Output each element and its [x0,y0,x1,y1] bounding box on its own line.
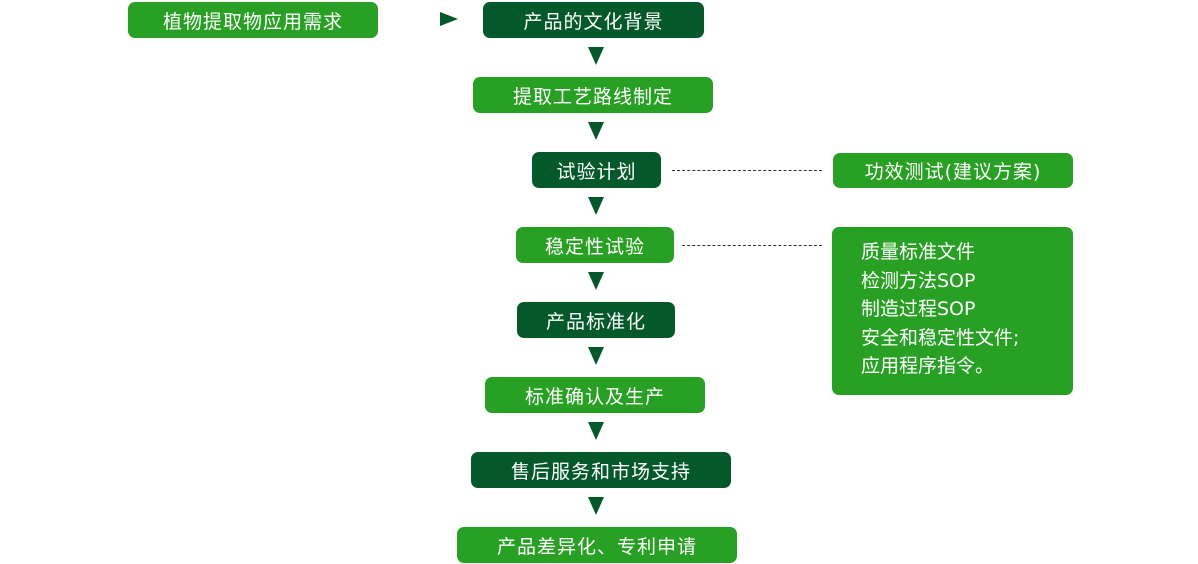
arrow-down-icon [588,422,604,440]
arrow-down-icon [588,122,604,140]
node-test-plan: 试验计划 [532,152,661,188]
node-cultural-background: 产品的文化背景 [483,2,704,38]
node-product-standardization: 产品标准化 [517,302,675,338]
documents-list: 质量标准文件 检测方法SOP 制造过程SOP 安全和稳定性文件; 应用程序指令。 [832,227,1073,395]
arrow-down-icon [588,347,604,365]
node-extraction-route: 提取工艺路线制定 [473,77,713,113]
document-item: 检测方法SOP [861,269,976,292]
document-item: 质量标准文件 [861,241,976,263]
node-after-sales-service: 售后服务和市场支持 [471,452,731,488]
document-item: 安全和稳定性文件; [861,326,1020,349]
dashed-connector [672,170,822,171]
arrow-down-icon [588,197,604,215]
node-differentiation-patent: 产品差异化、专利申请 [457,527,737,563]
arrow-right-icon [440,12,458,26]
document-item: 制造过程SOP [861,298,976,320]
dashed-connector [682,245,822,246]
document-item: 应用程序指令。 [861,355,995,377]
arrow-down-icon [588,47,604,65]
arrow-down-icon [588,272,604,290]
node-plant-extract-need: 植物提取物应用需求 [128,2,378,38]
node-standard-confirm-production: 标准确认及生产 [485,377,705,413]
node-efficacy-test: 功效测试(建议方案) [833,153,1073,188]
node-stability-test: 稳定性试验 [516,227,674,263]
arrow-down-icon [588,497,604,515]
